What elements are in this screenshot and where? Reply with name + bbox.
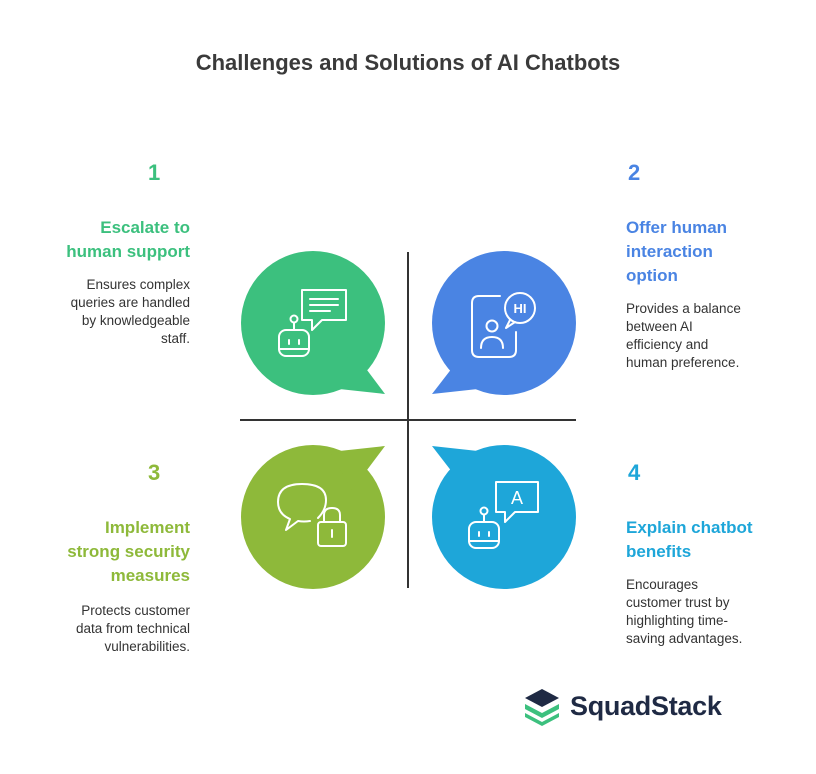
bubble-1-tail bbox=[330, 350, 385, 394]
item-2-desc-line: human preference. bbox=[626, 355, 740, 370]
item-2-heading: Offer human interaction option bbox=[626, 216, 796, 288]
item-1-number: 1 bbox=[148, 160, 161, 185]
item-1-heading-line: Escalate to bbox=[100, 218, 190, 237]
bubble-2-tail bbox=[432, 350, 487, 394]
item-3-heading-line: Implement bbox=[104, 518, 190, 537]
item-4-heading-line: benefits bbox=[626, 542, 692, 561]
item-3-desc-line: data from technical bbox=[75, 621, 190, 636]
item-2-description: Provides a balance between AI efficiency… bbox=[626, 300, 796, 372]
robot-chat-icon bbox=[278, 289, 347, 357]
item-1-desc-line: staff. bbox=[160, 331, 190, 346]
hi-icon-text: HI bbox=[514, 301, 527, 316]
item-4-number: 4 bbox=[628, 460, 641, 485]
item-1-desc-line: by knowledgeable bbox=[81, 313, 190, 328]
item-4-description: Encourages customer trust by highlightin… bbox=[626, 576, 806, 648]
item-1-desc-line: queries are handled bbox=[70, 295, 190, 310]
phone-hi-icon bbox=[471, 292, 536, 358]
item-3-desc-line: vulnerabilities. bbox=[104, 639, 190, 654]
item-2-number: 2 bbox=[628, 160, 641, 185]
brand-name: SquadStack bbox=[570, 690, 722, 721]
chat-lock-icon bbox=[277, 483, 347, 547]
page-title: Challenges and Solutions of AI Chatbots bbox=[195, 50, 621, 75]
bubble-2: HI bbox=[432, 251, 576, 395]
item-2-heading-line: interaction bbox=[626, 242, 713, 261]
bubble-3 bbox=[241, 445, 385, 589]
item-3-description: Protects customer data from technical vu… bbox=[20, 602, 190, 656]
bubble-1 bbox=[241, 251, 385, 395]
stack-logo-icon bbox=[525, 689, 559, 726]
item-3-heading-line: strong security bbox=[67, 542, 190, 561]
item-1-description: Ensures complex queries are handled by k… bbox=[30, 276, 190, 348]
robot-translate-icon bbox=[468, 481, 539, 549]
item-2-desc-line: efficiency and bbox=[626, 337, 709, 352]
bubble-4: A bbox=[432, 445, 576, 589]
item-4-desc-line: Encourages bbox=[626, 577, 699, 592]
item-4-desc-line: highlighting time- bbox=[626, 613, 729, 628]
item-3-heading: Implement strong security measures bbox=[20, 516, 190, 588]
a-icon-text: A bbox=[511, 488, 523, 508]
item-1-heading-line: human support bbox=[66, 242, 190, 261]
item-2-heading-line: Offer human bbox=[626, 218, 728, 237]
item-4-desc-line: customer trust by bbox=[626, 595, 730, 610]
item-3-heading-line: measures bbox=[110, 566, 190, 585]
item-3-number: 3 bbox=[148, 460, 161, 485]
bubble-4-tail bbox=[432, 446, 487, 490]
item-4-desc-line: saving advantages. bbox=[626, 631, 743, 646]
item-1-desc-line: Ensures complex bbox=[86, 277, 190, 292]
bubble-3-tail bbox=[330, 446, 385, 490]
item-1-heading: Escalate to human support bbox=[30, 216, 190, 264]
item-3-desc-line: Protects customer bbox=[81, 603, 190, 618]
item-2-heading-line: option bbox=[626, 266, 678, 285]
item-4-heading-line: Explain chatbot bbox=[626, 518, 753, 537]
item-2-desc-line: Provides a balance bbox=[626, 301, 741, 316]
item-4-heading: Explain chatbot benefits bbox=[626, 516, 806, 564]
item-2-desc-line: between AI bbox=[626, 319, 693, 334]
brand-logo: SquadStack bbox=[522, 686, 722, 726]
